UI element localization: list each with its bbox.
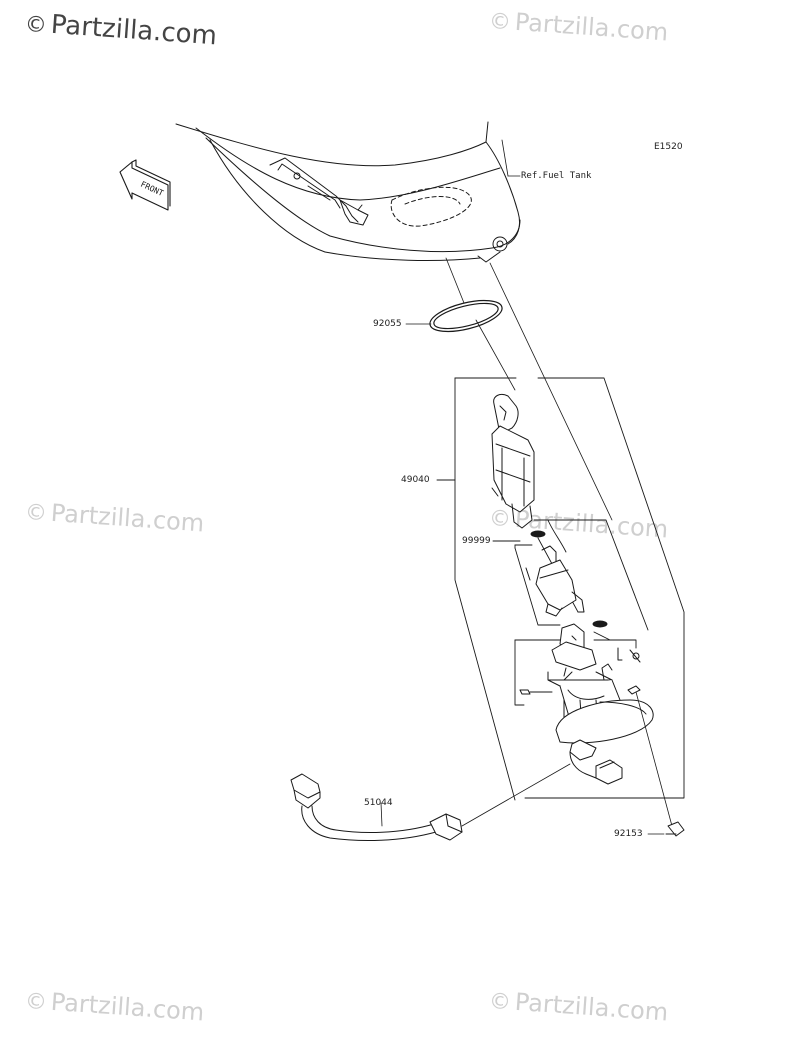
- part-number-49040: 49040: [401, 475, 430, 485]
- o-ring-92055: [429, 299, 503, 333]
- diagram-code: E1520: [654, 142, 683, 152]
- fuel-tank: [175, 121, 521, 263]
- screw-92153: [635, 691, 685, 837]
- pump-motor: [525, 545, 585, 617]
- regulator: [551, 623, 641, 671]
- part-number-92153: 92153: [614, 829, 643, 839]
- front-arrow-icon: FRONT: [119, 159, 171, 211]
- assembly-frame-49040: [436, 377, 685, 801]
- mount-plate: [519, 663, 654, 744]
- wire-harness-51044: [290, 763, 571, 841]
- part-number-99999: 99999: [462, 536, 491, 546]
- filter-frame-99999: [492, 519, 649, 631]
- part-number-51044: 51044: [364, 798, 393, 808]
- ref-fuel-tank-label: Ref.Fuel Tank: [521, 171, 592, 181]
- pump-connector: [569, 739, 623, 785]
- fuel-pump-upper: [491, 393, 535, 529]
- part-number-92055: 92055: [373, 319, 402, 329]
- lower-frame: [514, 620, 637, 706]
